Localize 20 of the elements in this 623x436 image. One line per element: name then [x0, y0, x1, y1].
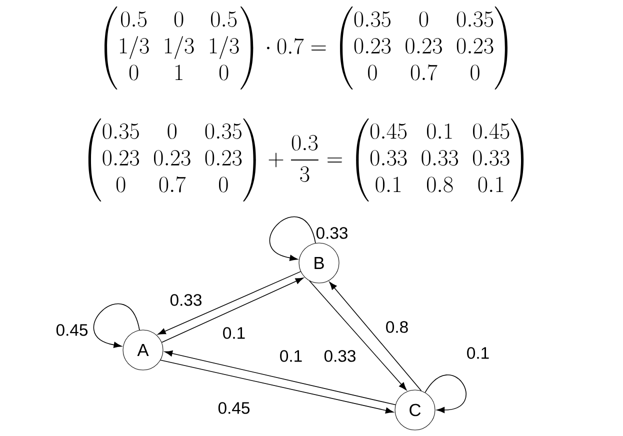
arrow	[164, 350, 396, 406]
edge-label: 0.45	[56, 324, 88, 336]
arrow	[160, 360, 394, 414]
arrow	[309, 280, 407, 390]
arrow	[424, 374, 466, 414]
arrow	[161, 278, 304, 343]
matrix-equation: $\begin{pmatrix}0.35 & 0 & 0.35\\ 0.23 & 0.23 & 0.23\\ 0 & 0.7 & 0\end{pmatrix}+\frac{0.3}{3}=\begin{pmatrix}0.45 & 0.1 & 0.45\\ 0.33 & 0.33 & 0.33\\ 0.1 & 0.8 & 0.1\end{pmatrix}$	[88, 118, 524, 202]
edge-label: 0.33	[316, 227, 348, 239]
arrow	[158, 271, 302, 335]
edge-label: 0.1	[467, 347, 489, 359]
arrow	[93, 304, 140, 348]
edge-label: 0.45	[218, 402, 250, 414]
arrow	[269, 216, 316, 261]
edge-label: 0.8	[386, 321, 408, 333]
arrow	[329, 282, 422, 392]
edge-label: 0.33	[170, 294, 202, 306]
matrix-equation: $\begin{pmatrix}0.5 & 0 & 0.5\\ 1/3 & 1/3 & 1/3\\ 0 & 1 & 0\end{pmatrix}\cdot 0.7=\begin{pmatrix}0.35 & 0 & 0.35\\ 0.23 & 0.23 & 0.23\\ 0 & 0.7 & 0\end{pmatrix}$	[104, 6, 508, 90]
edge-label: 0.33	[324, 350, 356, 362]
edge-label: 0.1	[223, 327, 245, 339]
edge-label: 0.1	[280, 350, 302, 362]
